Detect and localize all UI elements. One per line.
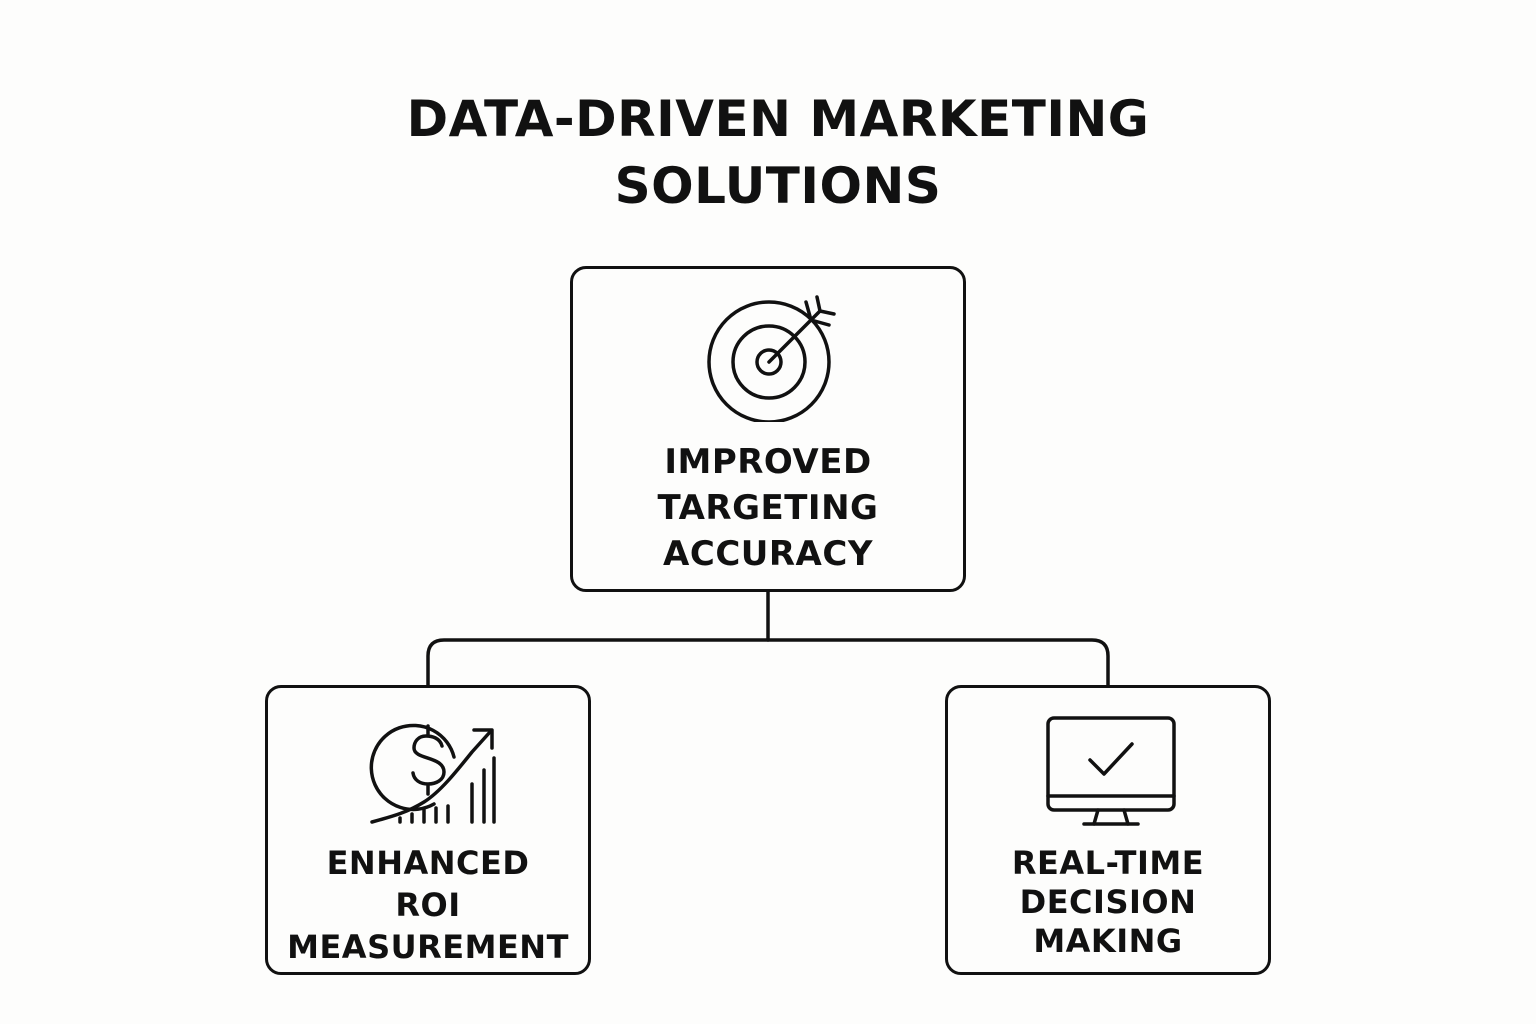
node-label-right-line-1: REAL-TIME: [1011, 844, 1205, 882]
node-label-top: IMPROVED TARGETING ACCURACY: [573, 439, 963, 577]
node-real-time-decision-making: REAL-TIME DECISION MAKING: [945, 685, 1271, 975]
node-label-right-line-2: DECISION: [1019, 883, 1197, 921]
target-arrow-icon: [707, 295, 836, 422]
monitor-check-icon: [1046, 716, 1176, 826]
node-label-right: REAL-TIME DECISION MAKING: [948, 844, 1268, 961]
diagram-title: DATA-DRIVEN MARKETING SOLUTIONS: [368, 86, 1188, 220]
node-label-top-line-3: ACCURACY: [663, 534, 873, 574]
node-label-top-line-2: TARGETING: [657, 488, 879, 528]
node-improved-targeting-accuracy: IMPROVED TARGETING ACCURACY: [570, 266, 966, 592]
node-label-left-line-3: MEASUREMENT: [287, 928, 569, 966]
connector-branch: [426, 638, 1110, 687]
node-label-left-line-1: ENHANCED: [326, 844, 530, 882]
diagram-title-line-1: DATA-DRIVEN MARKETING: [406, 90, 1150, 148]
node-label-right-line-3: MAKING: [1033, 922, 1183, 960]
dollar-growth-icon: [369, 723, 496, 824]
node-label-top-line-1: IMPROVED: [664, 442, 872, 482]
node-enhanced-roi-measurement: ENHANCED ROI MEASUREMENT: [265, 685, 591, 975]
node-label-left: ENHANCED ROI MEASUREMENT: [262, 842, 594, 968]
node-label-left-line-2: ROI: [395, 886, 461, 924]
diagram-title-line-2: SOLUTIONS: [614, 157, 942, 215]
